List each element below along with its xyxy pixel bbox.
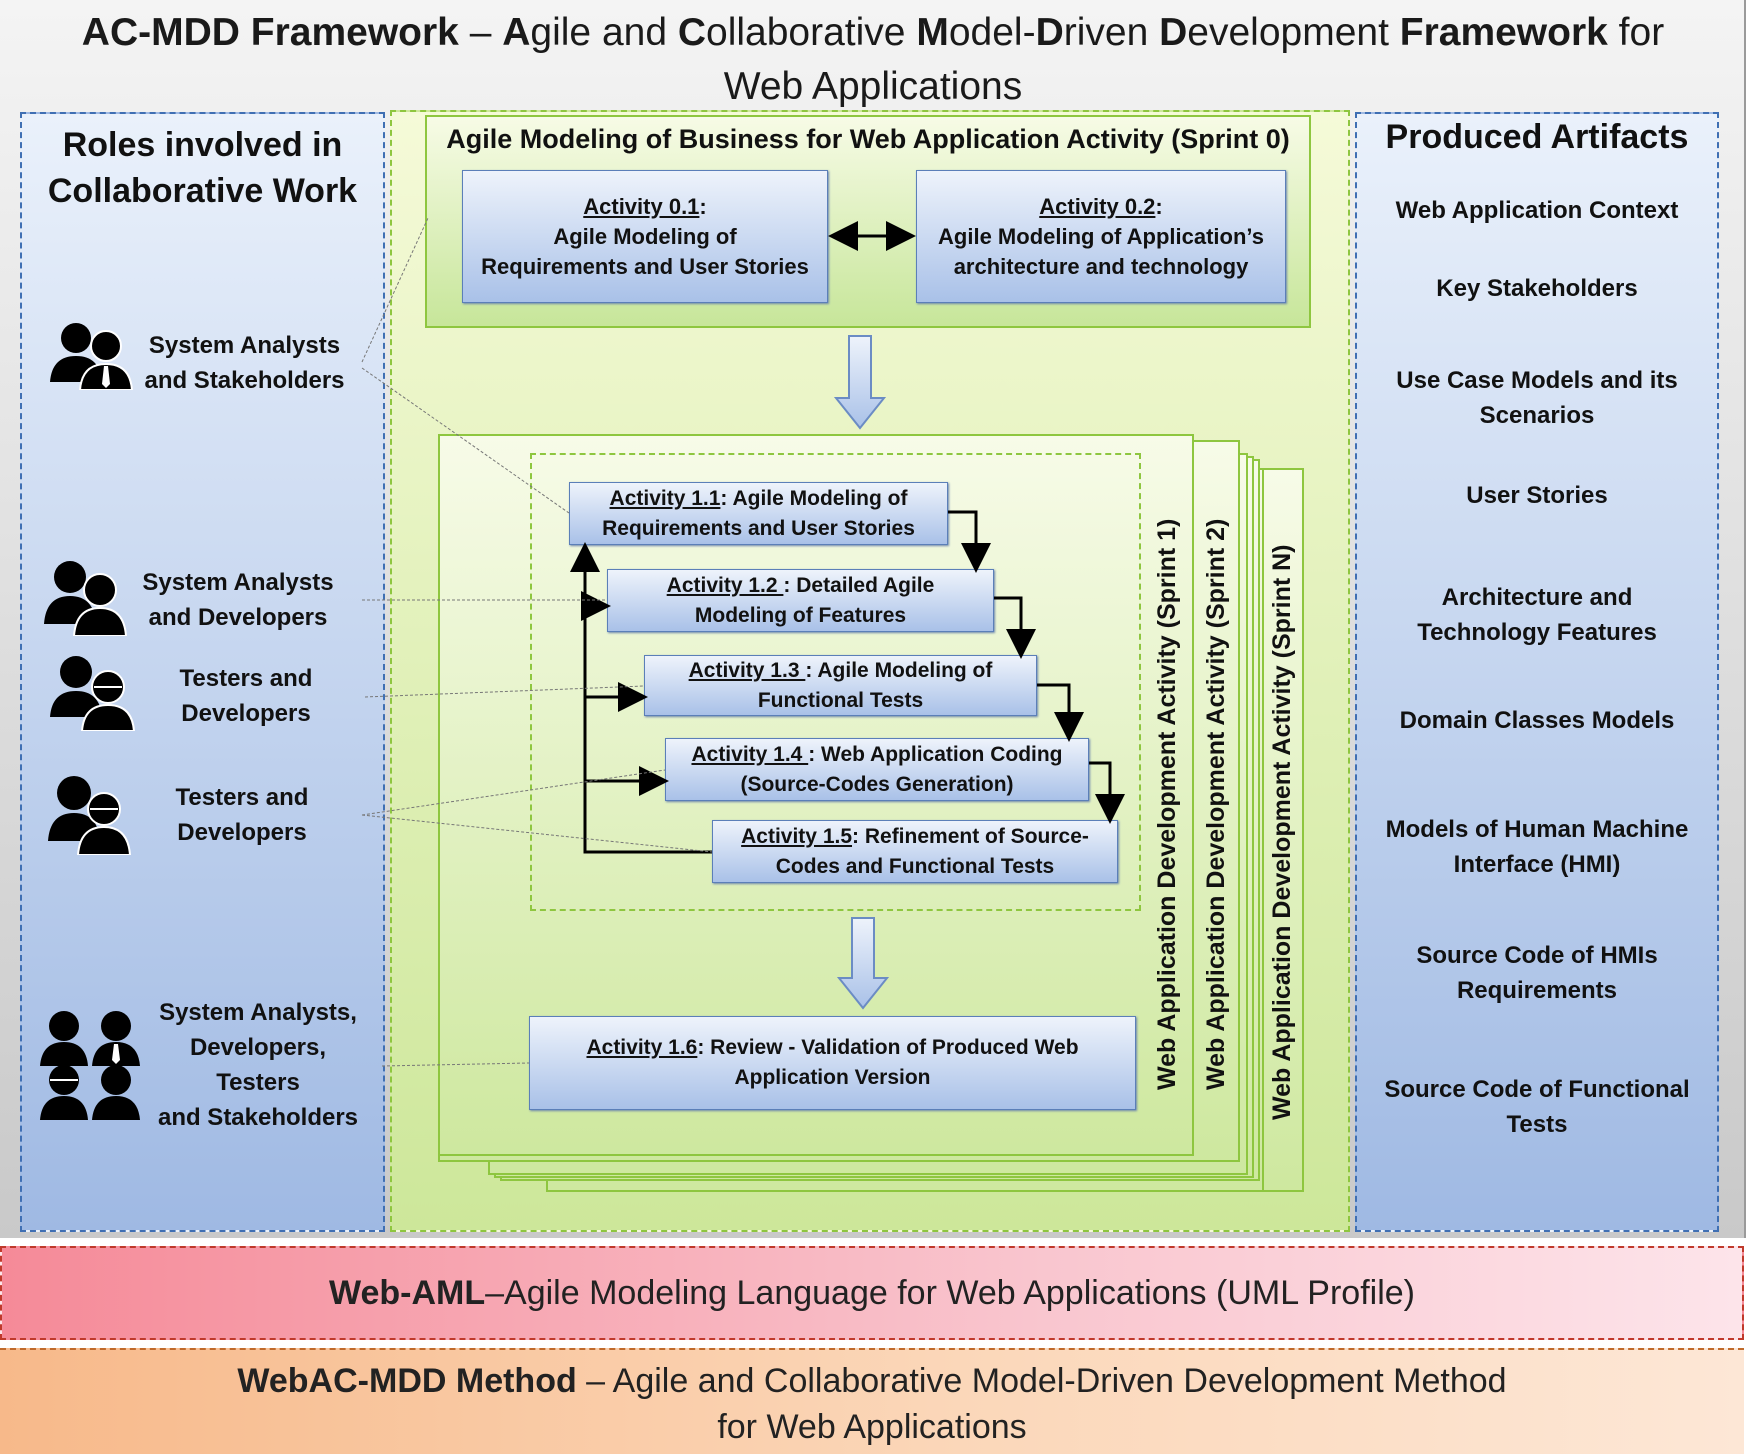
people-group-icon bbox=[40, 1011, 140, 1120]
people-pair-icon bbox=[50, 323, 134, 390]
sprint0-title: Agile Modeling of Business for Web Appli… bbox=[446, 124, 1290, 154]
people-pair-icon bbox=[50, 656, 136, 731]
artifacts-heading: Produced Artifacts bbox=[1385, 118, 1689, 156]
sprint2-label: Web Application Development Activity (Sp… bbox=[1202, 518, 1230, 1090]
people-pair-icon bbox=[44, 561, 128, 636]
webac-mdd-method-bar: WebAC-MDD Method – Agile and Collaborati… bbox=[0, 1348, 1744, 1454]
sprint-sheet-sprintN bbox=[1262, 468, 1304, 1192]
activity-1-1[interactable]: Activity 1.1: Agile Modeling of Requirem… bbox=[569, 482, 948, 545]
activity-1-3[interactable]: Activity 1.3 : Agile Modeling of Functio… bbox=[644, 655, 1037, 716]
sprint1-label: Web Application Development Activity (Sp… bbox=[1153, 518, 1181, 1090]
artifact-item: Web Application Context bbox=[1395, 197, 1679, 224]
artifact-item: Key Stakeholders bbox=[1436, 275, 1638, 302]
activity-0-2[interactable]: Activity 0.2: Agile Modeling of Applicat… bbox=[916, 170, 1286, 303]
activity-1-5[interactable]: Activity 1.5: Refinement of Source- Code… bbox=[712, 820, 1118, 883]
artifacts-panel bbox=[1355, 112, 1719, 1232]
artifact-item: User Stories bbox=[1466, 482, 1608, 509]
page-title: AC-MDD Framework – Agile and Collaborati… bbox=[81, 11, 1665, 108]
artifact-item: Domain Classes Models bbox=[1399, 707, 1675, 734]
web-aml-bar: Web-AML –Agile Modeling Language for Web… bbox=[0, 1246, 1744, 1340]
activity-1-4[interactable]: Activity 1.4 : Web Application Coding (S… bbox=[665, 738, 1089, 801]
activity-1-2[interactable]: Activity 1.2 : Detailed Agile Modeling o… bbox=[607, 569, 994, 632]
people-pair-icon bbox=[48, 776, 132, 855]
activity-0-1[interactable]: Activity 0.1: Agile Modeling of Requirem… bbox=[462, 170, 828, 303]
activity-1-6[interactable]: Activity 1.6: Review - Validation of Pro… bbox=[529, 1016, 1136, 1110]
iteration-loop-area bbox=[530, 453, 1141, 911]
sprintN-label: Web Application Development Activity (Sp… bbox=[1268, 544, 1296, 1120]
